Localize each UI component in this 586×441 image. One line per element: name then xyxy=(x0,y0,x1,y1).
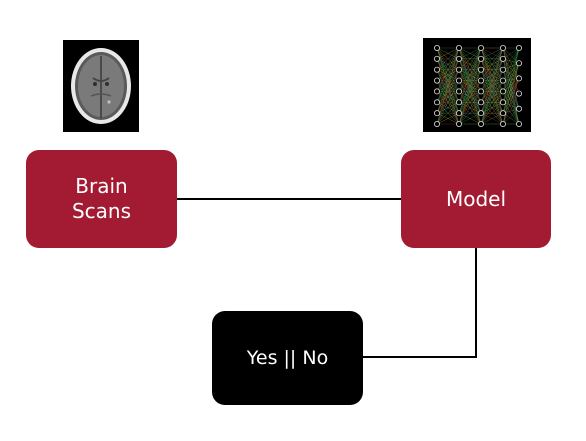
brain-scan-image xyxy=(63,40,139,132)
model-box: Model xyxy=(401,150,551,248)
neural-network-image xyxy=(423,38,531,132)
edge-model-to-answer xyxy=(363,248,477,358)
yes-no-box: Yes || No xyxy=(212,311,363,405)
brain-scans-box: Brain Scans xyxy=(26,150,177,248)
